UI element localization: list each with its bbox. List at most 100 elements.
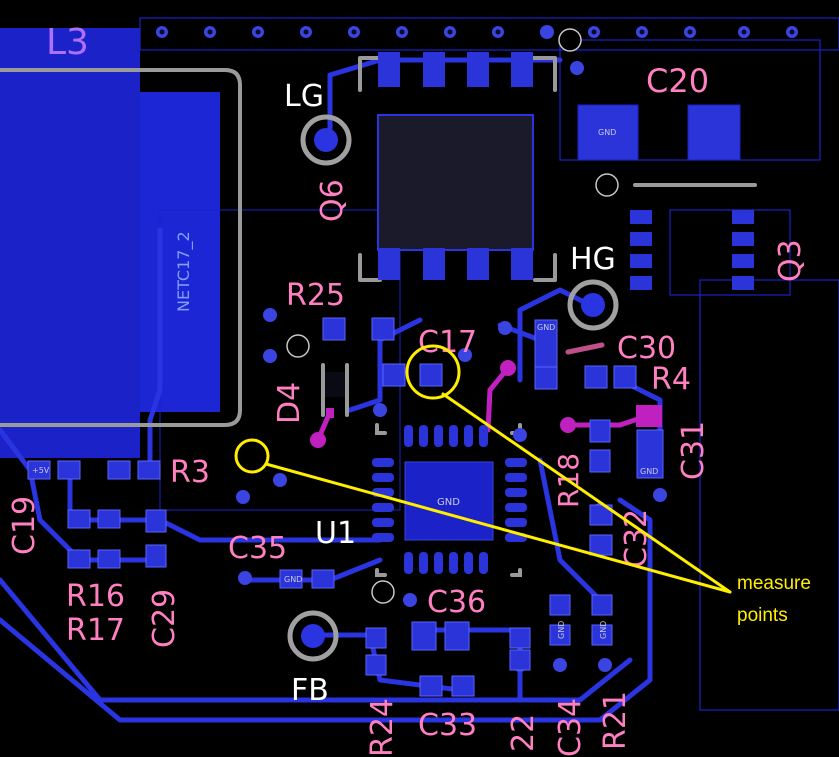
c19-pad bbox=[57, 460, 81, 480]
bottom-via bbox=[310, 432, 326, 448]
label-r17: R17 bbox=[66, 613, 125, 648]
d4-diode bbox=[325, 372, 345, 397]
r21-pad bbox=[591, 624, 613, 646]
r18-pad bbox=[589, 449, 611, 473]
fiducial bbox=[286, 334, 310, 358]
r3-pad bbox=[137, 460, 161, 480]
r18-pad bbox=[589, 419, 611, 443]
l3-body-outline bbox=[0, 68, 242, 427]
q6-pad bbox=[467, 52, 489, 87]
fb-test-pad bbox=[301, 624, 325, 648]
via bbox=[553, 658, 567, 672]
r25-pad bbox=[371, 317, 395, 341]
u1-pin bbox=[449, 425, 458, 447]
right-pour-outline bbox=[699, 279, 839, 711]
u1-pin bbox=[434, 552, 443, 574]
u1-gnd-tag: GND bbox=[437, 497, 460, 508]
u1-pin bbox=[372, 458, 394, 467]
label-q3: Q3 bbox=[773, 239, 808, 282]
q6-pad bbox=[378, 248, 400, 280]
fiducial bbox=[595, 173, 619, 197]
copper-layer bbox=[0, 17, 839, 711]
magenta-trace-1 bbox=[485, 365, 511, 433]
via bbox=[513, 428, 527, 442]
q3-outline bbox=[669, 209, 791, 296]
via bbox=[540, 25, 554, 39]
label-r22: 22 bbox=[506, 714, 541, 752]
fiducial bbox=[371, 580, 395, 604]
label-d4: D4 bbox=[272, 382, 307, 424]
measure-pointer-1 bbox=[441, 392, 732, 594]
u1-pin bbox=[372, 473, 394, 482]
via bbox=[273, 473, 287, 487]
q3-pad bbox=[630, 210, 652, 224]
r22-pad bbox=[509, 627, 531, 649]
q6-pad bbox=[511, 248, 533, 280]
c31-bottom-pad bbox=[636, 405, 662, 427]
r4-pad bbox=[584, 365, 608, 389]
via bbox=[403, 593, 417, 607]
via bbox=[598, 658, 612, 672]
u1-pin bbox=[464, 425, 473, 447]
u1-pin bbox=[479, 552, 488, 574]
label-u1: U1 bbox=[315, 516, 356, 551]
trace-bottom-loop bbox=[0, 497, 653, 723]
label-netc17: NETC17_2 bbox=[174, 231, 194, 312]
u1-pin bbox=[404, 552, 413, 574]
netc17-copper-pour bbox=[140, 92, 220, 412]
lg-test-point bbox=[300, 114, 352, 166]
c33-pad bbox=[451, 675, 475, 697]
label-r3: R3 bbox=[170, 455, 210, 490]
q6-pad bbox=[511, 52, 533, 87]
trace-r18 bbox=[537, 457, 603, 603]
label-c35: C35 bbox=[228, 531, 287, 566]
label-r16: R16 bbox=[66, 579, 125, 614]
r16-pad bbox=[67, 509, 91, 529]
u1-pin bbox=[372, 533, 394, 542]
q6-footprint bbox=[377, 52, 534, 280]
fb-test-point bbox=[287, 610, 339, 662]
measure-circle-c17 bbox=[405, 344, 461, 400]
c31-gnd-tag: GND bbox=[640, 467, 658, 476]
q6-outline bbox=[358, 56, 557, 282]
hg-test-point bbox=[567, 279, 619, 331]
measure-pointer-2 bbox=[264, 462, 732, 594]
r4-pad bbox=[613, 365, 637, 389]
c30-gnd-tag: GND bbox=[537, 323, 555, 332]
label-l3: L3 bbox=[46, 22, 89, 63]
r3-pad bbox=[107, 460, 131, 480]
u1-pin bbox=[404, 425, 413, 447]
label-c19: C19 bbox=[7, 496, 42, 555]
c34-pad bbox=[549, 624, 571, 646]
via bbox=[263, 349, 277, 363]
c20-pad bbox=[577, 104, 639, 161]
label-r25: R25 bbox=[286, 278, 345, 313]
u1-pin bbox=[464, 552, 473, 574]
label-c36: C36 bbox=[427, 585, 486, 620]
c31-pad bbox=[636, 429, 664, 479]
r21-gnd-tag: GND bbox=[599, 621, 608, 639]
d4-outline bbox=[321, 363, 349, 417]
q3-pad bbox=[732, 210, 754, 224]
magenta-vias bbox=[310, 360, 662, 448]
r21-pad bbox=[591, 594, 613, 616]
q3-pad bbox=[630, 254, 652, 268]
q3-footprint bbox=[630, 210, 754, 290]
q3-pad bbox=[630, 276, 652, 290]
label-r21: R21 bbox=[598, 691, 633, 750]
c32-pad bbox=[589, 534, 613, 556]
q3-pad bbox=[732, 254, 754, 268]
via bbox=[236, 490, 250, 504]
q3-pad bbox=[630, 232, 652, 246]
q3-pad bbox=[732, 232, 754, 246]
c17-pad bbox=[382, 363, 406, 387]
silkscreen-labels: L3 LG Q6 C20 HG Q3 NETC17_2 R25 C17 C30 … bbox=[7, 22, 808, 757]
trace-c17 bbox=[347, 317, 423, 413]
bottom-via bbox=[500, 360, 516, 376]
smd-pads bbox=[27, 317, 664, 697]
c33-pad bbox=[419, 675, 443, 697]
r17-pad bbox=[67, 549, 91, 569]
annotation-measure: measure bbox=[737, 573, 811, 594]
via bbox=[263, 308, 277, 322]
